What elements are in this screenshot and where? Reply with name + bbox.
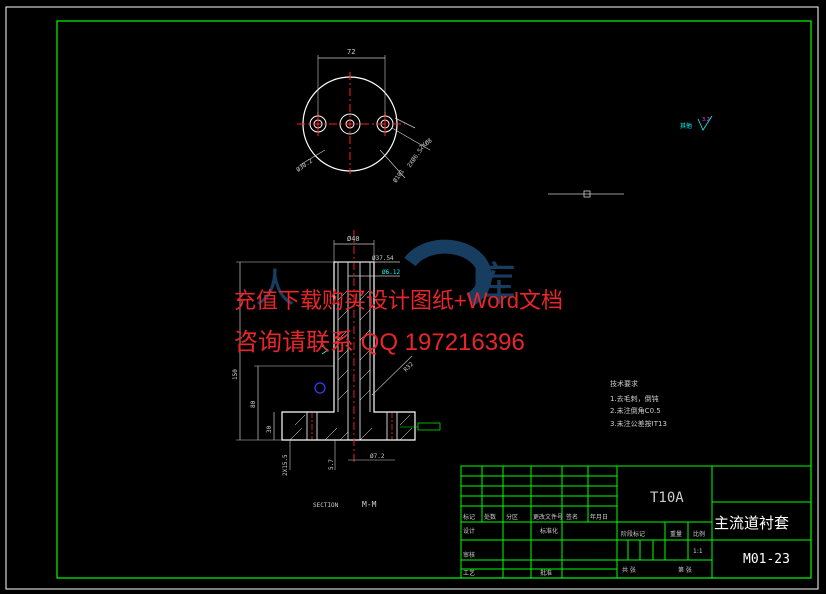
tech-req-2: 2.未注倒角C0.5: [610, 406, 661, 415]
tb-part-name: 主流道衬套: [714, 514, 789, 532]
tb-stage: 阶段标记: [621, 530, 645, 538]
tb-mark: 标记: [463, 513, 475, 521]
tb-date: 年月日: [590, 513, 608, 521]
dim-d7-2: Ø7.2: [370, 453, 385, 460]
tb-material: T10A: [650, 490, 684, 506]
dim-d101: Ø101: [392, 168, 406, 184]
dim-d6-12: Ø6.12: [382, 269, 400, 276]
tb-zone: 分区: [506, 513, 518, 521]
inner-border: [56, 20, 812, 579]
dim-15-5: 2X15.5: [282, 454, 289, 476]
tb-docno: 更改文件号: [533, 513, 563, 521]
tb-design: 设计: [463, 527, 475, 535]
tech-requirements: 技术要求 1.去毛刺，倒钝 2.未注倒角C0.5 3.未注公差按IT13: [610, 379, 667, 428]
tb-review: 审核: [463, 551, 475, 559]
dim-d40: Ø40: [347, 235, 360, 243]
svg-text:3.2: 3.2: [702, 117, 710, 123]
section-label: SECTION: [313, 502, 339, 509]
dim-d30-2: Ø30.2: [295, 157, 314, 173]
tech-req-1: 1.去毛刺，倒钝: [610, 394, 659, 403]
svg-text:库: 库: [470, 257, 516, 311]
tb-weight: 重量: [670, 530, 682, 538]
tech-req-3: 3.未注公差按IT13: [610, 419, 667, 428]
watermark-line-1: 充值下载购买设计图纸+Word文档: [234, 288, 564, 313]
dim-80: 80: [250, 400, 257, 408]
watermark-logo: 库 人: [255, 239, 516, 312]
tb-sign: 签名: [566, 513, 578, 521]
tb-drawing-no: M01-23: [743, 552, 790, 567]
dim-d37-54: Ø37.54: [372, 255, 394, 262]
section-mark: [548, 190, 624, 198]
section-view: Ø40 Ø37.54 Ø6.12 150 80 30 2X15.5 5.7 Ø7…: [232, 230, 441, 476]
tb-count: 处数: [484, 513, 496, 521]
tb-approve: 批准: [540, 569, 552, 577]
dim-72: 72: [347, 48, 355, 56]
top-view: 72 2XØ8 2XØ6.5 Ø101 Ø30.2: [295, 48, 434, 184]
tb-sheet: 第 张: [678, 566, 692, 574]
title-block: [460, 465, 812, 579]
tb-total: 共 张: [622, 566, 636, 574]
dim-2x6-5: 2XØ6.5: [406, 147, 424, 169]
svg-text:其他: 其他: [680, 122, 692, 130]
section-name: M-M: [362, 500, 377, 509]
tb-std: 标准化: [540, 527, 558, 535]
tb-scale-value: 1:1: [693, 548, 703, 555]
svg-text:人: 人: [255, 266, 295, 312]
roughness-note: 其他 3.2: [680, 115, 713, 131]
watermark-line-2: 咨询请联系 QQ 197216396: [234, 329, 525, 356]
outer-border: [5, 6, 819, 590]
dim-150: 150: [232, 369, 239, 380]
tb-scale: 比例: [693, 530, 705, 538]
dim-5-7: 5.7: [328, 459, 335, 470]
tb-process: 工艺: [463, 569, 475, 577]
dim-r32: R32: [402, 361, 415, 374]
dim-30: 30: [266, 425, 273, 433]
tech-req-title: 技术要求: [610, 379, 638, 388]
